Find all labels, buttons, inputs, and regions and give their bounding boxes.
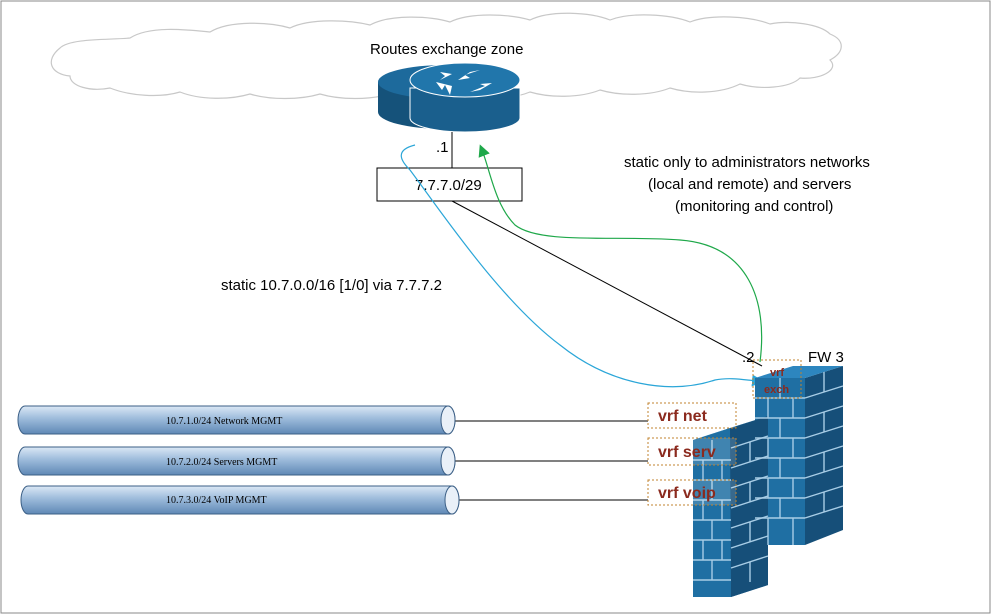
vrf-serv-label: vrf serv	[658, 444, 716, 461]
vrf-exch-line-2: exch	[764, 384, 789, 396]
pipe-voip-mgmt: 10.7.3.0/24 VoIP MGMT	[20, 485, 460, 515]
pipe-label: 10.7.3.0/24 VoIP MGMT	[166, 495, 267, 506]
vrf-net-box: vrf net	[647, 402, 737, 429]
vrf-exch-line-1: vrf	[770, 367, 784, 379]
pipe-label: 10.7.1.0/24 Network MGMT	[166, 416, 282, 427]
vrf-serv-box: vrf serv	[647, 437, 737, 466]
exchange-zone-cloud	[50, 12, 842, 100]
static-route-label: static 10.7.0.0/16 [1/0] via 7.7.7.2	[221, 277, 442, 294]
blue-route-arrow	[400, 144, 764, 388]
note-line-1: static only to administrators networks	[624, 154, 870, 171]
fw-address: .2	[742, 349, 755, 366]
pipe-network-mgmt: 10.7.1.0/24 Network MGMT	[17, 405, 456, 435]
fw-label: FW 3	[808, 349, 844, 366]
fw-link	[451, 200, 763, 367]
vrf-voip-box: vrf voip	[647, 479, 737, 506]
pipe-label: 10.7.2.0/24 Servers MGMT	[166, 457, 277, 468]
subnet-box	[376, 167, 523, 202]
router-icon	[378, 62, 521, 133]
green-route-arrow	[478, 144, 763, 363]
note-line-3: (monitoring and control)	[675, 198, 833, 215]
subnet-label: 7.7.7.0/29	[415, 177, 482, 194]
vrf-exch-box: vrf exch	[752, 359, 802, 399]
cloud-label: Routes exchange zone	[370, 41, 523, 58]
pipe-servers-mgmt: 10.7.2.0/24 Servers MGMT	[17, 446, 456, 476]
network-pipes: 10.7.1.0/24 Network MGMT 10.7.2.0/24 Ser…	[17, 405, 648, 515]
firewall-icon	[693, 366, 844, 597]
vrf-net-label: vrf net	[658, 408, 708, 425]
note-line-2: (local and remote) and servers	[648, 176, 851, 193]
vrf-voip-label: vrf voip	[658, 485, 716, 502]
router-address: .1	[436, 139, 449, 156]
